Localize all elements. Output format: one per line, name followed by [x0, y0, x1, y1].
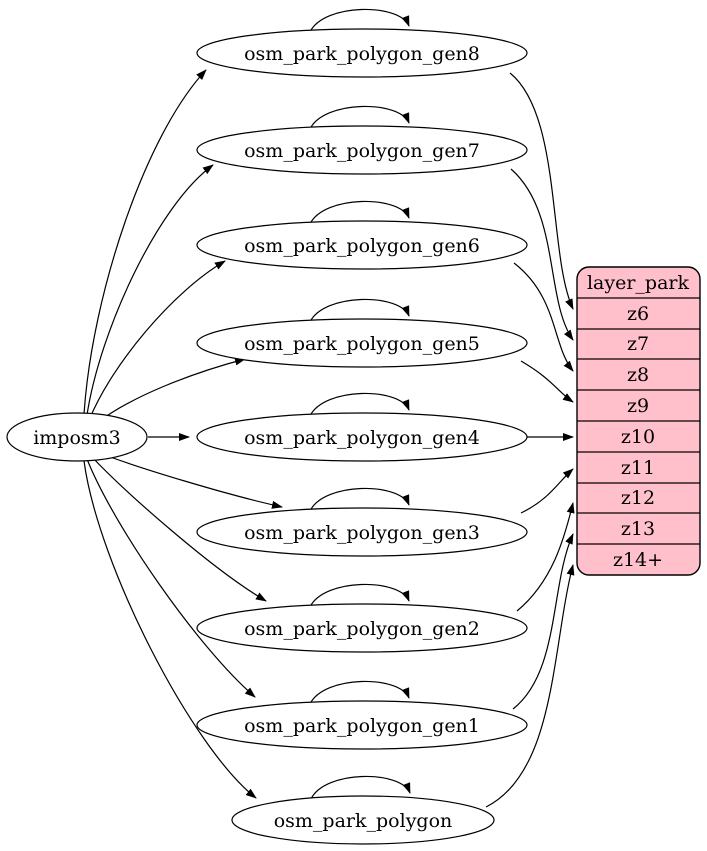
- node-osm-park-polygon-gen3: osm_park_polygon_gen3: [196, 507, 528, 557]
- layer-row-z13: z13: [621, 518, 655, 540]
- edge-imposm3-to-osm-park-polygon-gen8: [83, 69, 207, 415]
- edge-osm-park-polygon-gen2-to-z12: [516, 502, 575, 612]
- edge-osm-park-polygon-gen8-to-z6: [509, 72, 574, 310]
- edge-osm-park-polygon-gen1-to-z13: [512, 533, 574, 710]
- layer-row-z9: z9: [627, 395, 649, 417]
- layer-row-z6: z6: [627, 303, 649, 325]
- self-loop-osm-park-polygon-gen5: [309, 298, 410, 323]
- osm-park-polygon-gen5-ellipse: [196, 318, 528, 368]
- osm-park-polygon-gen8-label: osm_park_polygon_gen8: [244, 43, 480, 65]
- osm-park-polygon-gen4-ellipse: [196, 412, 528, 462]
- node-osm-park-polygon-gen6: osm_park_polygon_gen6: [196, 220, 528, 270]
- self-loop-osm-park-polygon-gen8: [309, 8, 410, 33]
- osm-park-polygon-gen3-ellipse: [196, 507, 528, 557]
- osm-park-polygon-gen1-label: osm_park_polygon_gen1: [244, 715, 480, 737]
- self-loop-osm-park-polygon: [310, 775, 411, 800]
- imposm3-label: imposm3: [33, 427, 121, 449]
- edge-imposm3-to-osm-park-polygon-gen3: [96, 451, 283, 509]
- osm-park-polygon-gen8-ellipse: [196, 28, 528, 78]
- edge-osm-park-polygon-gen7-to-z7: [510, 168, 574, 341]
- node-imposm3: imposm3: [6, 412, 148, 462]
- node-osm-park-polygon-gen4: osm_park_polygon_gen4: [196, 412, 528, 462]
- osm-park-polygon-gen7-ellipse: [196, 125, 528, 175]
- layer-row-z11: z11: [621, 457, 655, 479]
- self-loop-osm-park-polygon-gen3: [309, 487, 410, 512]
- edge-imposm3-to-osm-park-polygon-gen1: [86, 458, 256, 698]
- node-osm-park-polygon-gen2: osm_park_polygon_gen2: [196, 603, 528, 653]
- layer-row-z7: z7: [627, 333, 649, 355]
- self-loop-osm-park-polygon-gen6: [309, 200, 410, 225]
- node-osm-park-polygon-gen5: osm_park_polygon_gen5: [196, 318, 528, 368]
- self-loop-osm-park-polygon-gen2: [309, 583, 410, 608]
- osm-park-polygon-gen2-ellipse: [196, 603, 528, 653]
- edge-imposm3-to-osm-park-polygon-gen5: [96, 357, 246, 424]
- layer-park-title: layer_park: [587, 272, 690, 294]
- self-loop-osm-park-polygon-gen7: [309, 105, 410, 130]
- node-osm-park-polygon: osm_park_polygon: [231, 795, 495, 845]
- edge-osm-park-polygon-gen3-to-z11: [520, 468, 574, 514]
- edge-imposm3-to-osm-park-polygon-gen6: [89, 260, 226, 419]
- self-loops: [309, 8, 411, 800]
- osm-park-polygon-gen3-label: osm_park_polygon_gen3: [244, 522, 480, 544]
- layer-row-z12: z12: [621, 487, 655, 509]
- osm-park-polygon-ellipse: [231, 795, 495, 845]
- layer-row-z8: z8: [627, 364, 649, 386]
- self-loop-osm-park-polygon-gen4: [309, 392, 410, 417]
- edges-tables-to-layer: [485, 72, 575, 808]
- osm-park-polygon-gen4-label: osm_park_polygon_gen4: [244, 427, 480, 449]
- layer-row-z14plus: z14+: [613, 549, 663, 571]
- edge-osm-park-polygon-gen6-to-z8: [513, 262, 574, 372]
- osm-park-polygon-gen6-ellipse: [196, 220, 528, 270]
- edges-source-to-tables: [83, 69, 283, 799]
- osm-park-polygon-gen6-label: osm_park_polygon_gen6: [244, 235, 480, 257]
- edge-osm-park-polygon-to-z14plus: [485, 564, 575, 808]
- edge-imposm3-to-osm-park-polygon-gen2: [90, 455, 267, 602]
- node-osm-park-polygon-gen1: osm_park_polygon_gen1: [196, 700, 528, 750]
- edge-imposm3-to-osm-park-polygon: [83, 460, 257, 799]
- osm-park-polygon-gen2-label: osm_park_polygon_gen2: [244, 618, 480, 640]
- osm-park-polygon-gen5-label: osm_park_polygon_gen5: [244, 333, 480, 355]
- osm-park-polygon-gen7-label: osm_park_polygon_gen7: [244, 140, 480, 162]
- self-loop-osm-park-polygon-gen1: [309, 680, 410, 705]
- imposm3-ellipse: [6, 412, 148, 462]
- node-osm-park-polygon-gen7: osm_park_polygon_gen7: [196, 125, 528, 175]
- osm-park-polygon-gen1-ellipse: [196, 700, 528, 750]
- edge-osm-park-polygon-gen5-to-z9: [520, 360, 574, 403]
- osm-park-polygon-label: osm_park_polygon: [274, 810, 453, 832]
- edge-imposm3-to-osm-park-polygon-gen7: [86, 164, 214, 416]
- node-osm-park-polygon-gen8: osm_park_polygon_gen8: [196, 28, 528, 78]
- layer-row-z10: z10: [621, 426, 655, 448]
- node-layer-park: layer_park z6 z7 z8 z9 z10 z11 z12 z13 z…: [576, 266, 701, 576]
